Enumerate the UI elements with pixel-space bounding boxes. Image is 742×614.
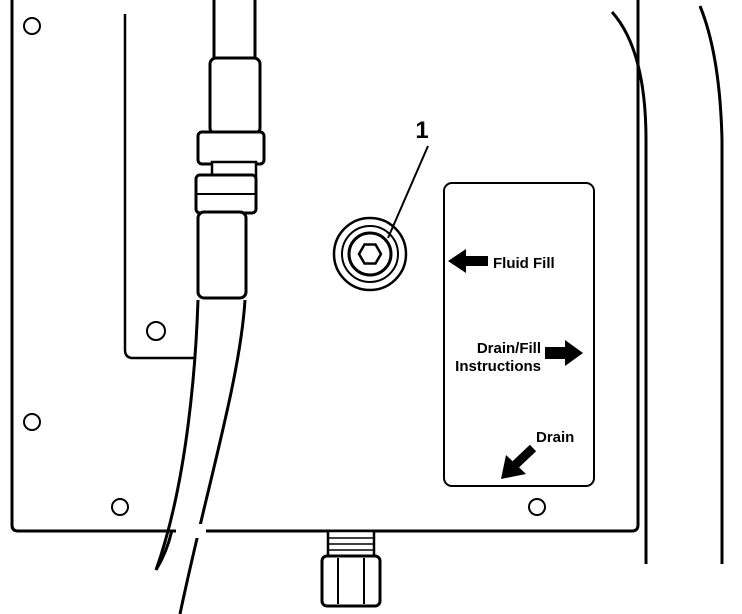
label-drain: Drain (536, 429, 574, 446)
inner-plate (123, 14, 195, 360)
screw-hole (23, 413, 41, 431)
screw-hole (111, 498, 129, 516)
label-fluid-fill: Fluid Fill (493, 255, 555, 272)
hose-sleeve-upper (208, 56, 262, 136)
coupling-nut-upper (196, 130, 266, 166)
drain-fitting-nut (320, 554, 382, 608)
label-drain-fill-line2: Instructions (455, 358, 541, 375)
hose-gap (176, 524, 206, 538)
hose-inner-line (178, 299, 247, 614)
screw-hole (528, 498, 546, 516)
hex-socket-icon (357, 243, 383, 265)
callout-leader (387, 145, 429, 239)
fill-plug-ring-inner (347, 231, 393, 277)
arrow-down-left-icon (501, 444, 537, 479)
fill-plug-ring-mid (341, 225, 399, 283)
arrow-left-icon (448, 249, 488, 273)
screw-hole (23, 17, 41, 35)
fill-plug-ring-outer (332, 216, 408, 292)
label-drain-fill-line1: Drain/Fill (477, 340, 541, 357)
callout-number: 1 (415, 117, 428, 144)
panel-outline (10, 0, 640, 533)
hose-outer-line-continued (154, 529, 174, 571)
hose-outer-line (154, 299, 200, 571)
screw-hole (146, 321, 166, 341)
housing-curve-inner (610, 11, 648, 564)
hose-sleeve-lower (196, 210, 248, 300)
housing-curve-outer (698, 5, 724, 564)
arrow-right-icon (545, 340, 583, 366)
